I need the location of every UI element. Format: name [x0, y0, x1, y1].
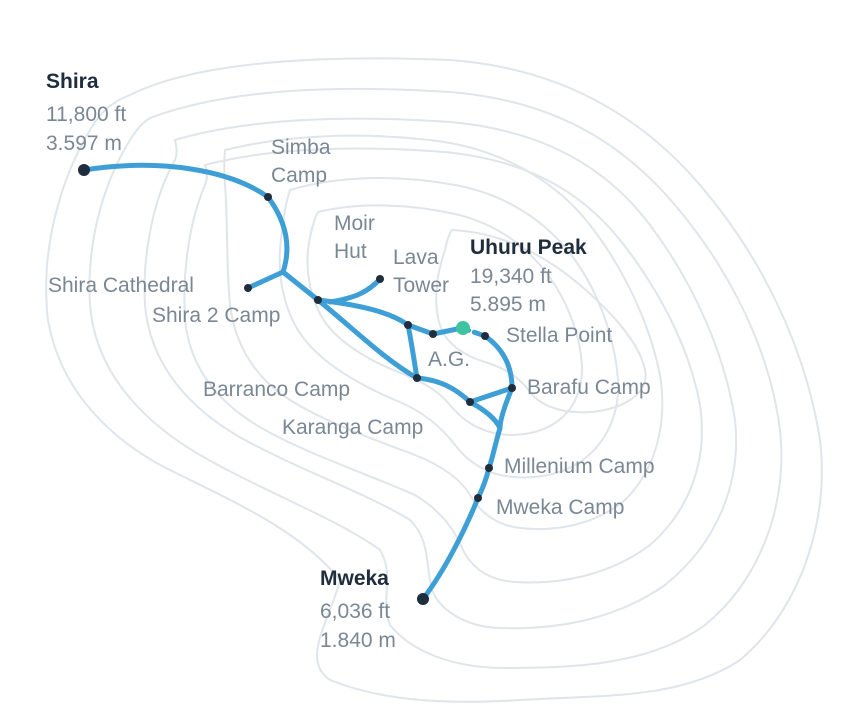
shira-2-camp-label: Shira 2 Camp: [152, 304, 281, 327]
stop-barranco-camp: [413, 374, 421, 382]
stops: [78, 164, 516, 605]
summit-marker: [456, 321, 470, 335]
route-karanga-to-barafu: [467, 385, 515, 405]
route-descent: [420, 425, 503, 602]
route-shira-2-to-barranco: [315, 297, 420, 381]
route-lava-to-ag: [405, 322, 436, 337]
mweka-feet: 6,036 ft: [320, 600, 391, 623]
stop-shira-cathedral: [244, 284, 252, 292]
stop-karanga-camp: [466, 398, 474, 406]
stop-simba-camp: [264, 193, 272, 201]
route-lava-to-barranco: [405, 322, 420, 381]
shira-cathedral-label: Shira Cathedral: [48, 274, 194, 297]
lava-tower-label-line1: Lava: [393, 246, 439, 269]
simba-camp-label-line2: Camp: [271, 164, 328, 187]
stop-barafu-camp: [508, 384, 516, 392]
route-to-lava-tower: [315, 297, 411, 328]
route-stella-to-barafu: [482, 333, 515, 391]
route-shira-cathedral-spur: [245, 269, 286, 291]
simba-camp-label-line1: Simba: [271, 136, 331, 159]
contour-line-3: [143, 117, 737, 630]
karanga-camp-label: Karanga Camp: [282, 416, 424, 439]
moir-hut-label-line2: Hut: [334, 240, 367, 263]
routes: [81, 162, 515, 602]
mweka-meters: 1.840 m: [320, 629, 396, 652]
lava-tower-label-line2: Tower: [393, 274, 450, 297]
stella-point-label: Stella Point: [506, 324, 613, 347]
contour-line-4: [183, 147, 703, 584]
stop-shira-2-camp: [314, 296, 322, 304]
stop-moir-hut: [376, 275, 384, 283]
stop-shira: [78, 164, 90, 176]
mweka-camp-label: Mweka Camp: [496, 496, 625, 519]
contour-line-5: [223, 134, 664, 531]
moir-hut-label-line1: Moir: [334, 212, 375, 235]
barranco-camp-label: Barranco Camp: [203, 378, 351, 401]
stop-millenium-camp: [485, 464, 493, 472]
route-shira-to-junction: [81, 162, 290, 275]
shira-name: Shira: [46, 70, 99, 93]
uhuru-peak-name: Uhuru Peak: [470, 236, 587, 259]
route-karanga-to-junction: [467, 399, 503, 431]
route-to-moir-hut: [327, 276, 383, 305]
mweka-name: Mweka: [320, 567, 389, 590]
route-to-shira-2: [280, 269, 321, 303]
shira-meters: 3.597 m: [46, 132, 122, 155]
contour-line-7: [306, 204, 584, 436]
stop-stella-point: [481, 332, 489, 340]
stop-ag: [429, 330, 437, 338]
barafu-camp-label: Barafu Camp: [527, 376, 651, 399]
contour-lines: [45, 57, 823, 703]
stop-lava-tower: [404, 321, 412, 329]
stop-mweka-camp: [474, 494, 482, 502]
stop-mweka: [417, 593, 429, 605]
millenium-camp-label: Millenium Camp: [504, 455, 655, 478]
contour-line-outer: [45, 57, 823, 703]
route-barranco-to-karanga: [414, 375, 473, 405]
contour-line-8: [435, 228, 647, 414]
contour-line-2: [88, 87, 783, 670]
uhuru-peak-feet: 19,340 ft: [470, 265, 552, 288]
uhuru-peak-meters: 5.895 m: [470, 293, 546, 316]
shira-feet: 11,800 ft: [46, 103, 127, 126]
contour-line-6: [278, 177, 620, 479]
ag-label: A.G.: [428, 348, 471, 371]
